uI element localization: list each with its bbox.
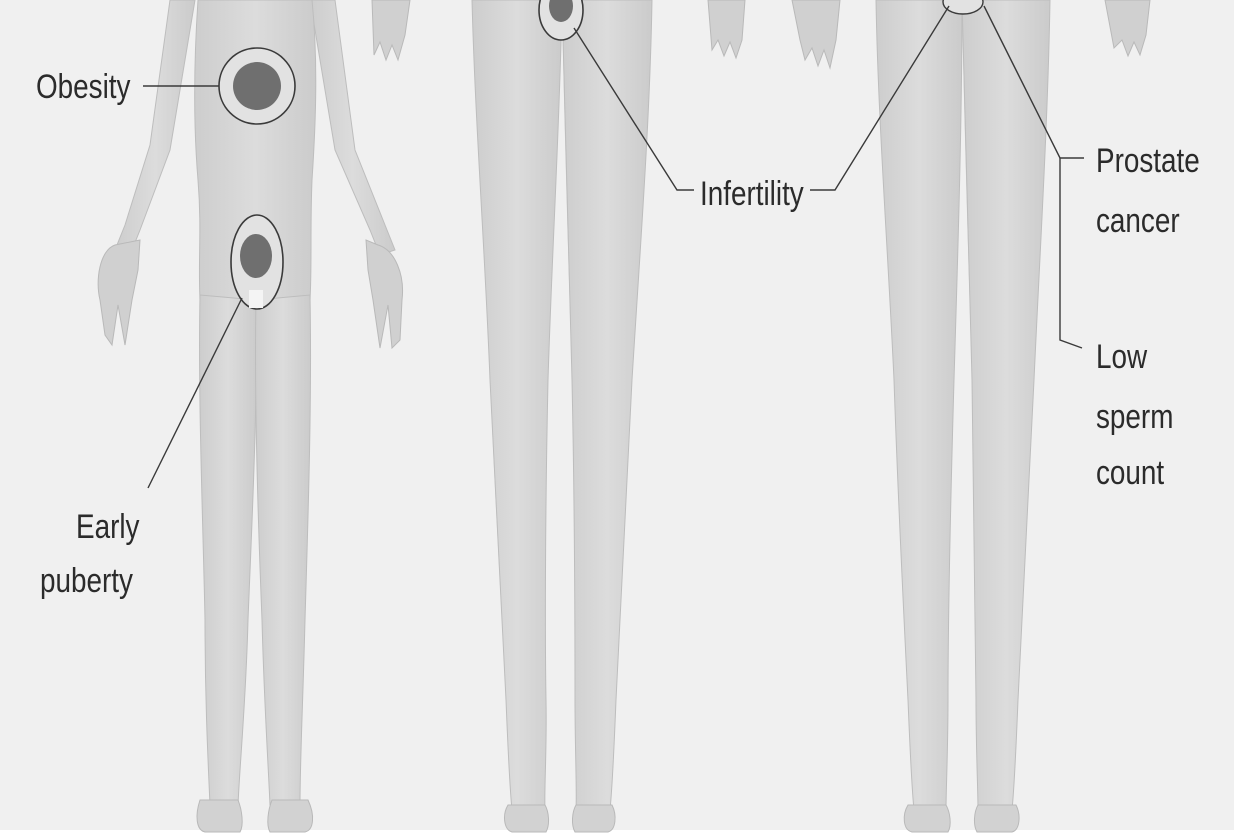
low-sperm-count-label-line1: Low (1096, 337, 1148, 375)
male-right-foot (904, 805, 950, 832)
obesity-marker (233, 62, 281, 110)
early-puberty-marker-gap (249, 290, 263, 308)
obesity-label: Obesity (36, 67, 131, 105)
early-puberty-marker (240, 234, 272, 278)
female-left-foot (572, 805, 615, 832)
early-puberty-label-line1: Early (76, 507, 140, 545)
female-right-foot (505, 805, 549, 832)
prostate-cancer-label-line1: Prostate (1096, 141, 1200, 179)
male-left-foot (974, 805, 1019, 832)
child-left-foot (268, 800, 313, 832)
prostate-cancer-label-line2: cancer (1096, 201, 1180, 239)
early-puberty-label-line2: puberty (40, 561, 133, 599)
child-right-foot (197, 800, 242, 832)
infertility-label: Infertility (700, 174, 804, 212)
low-sperm-count-label-line2: sperm (1096, 397, 1173, 435)
low-sperm-count-label-line3: count (1096, 453, 1165, 491)
bottom-margin (0, 830, 1234, 837)
